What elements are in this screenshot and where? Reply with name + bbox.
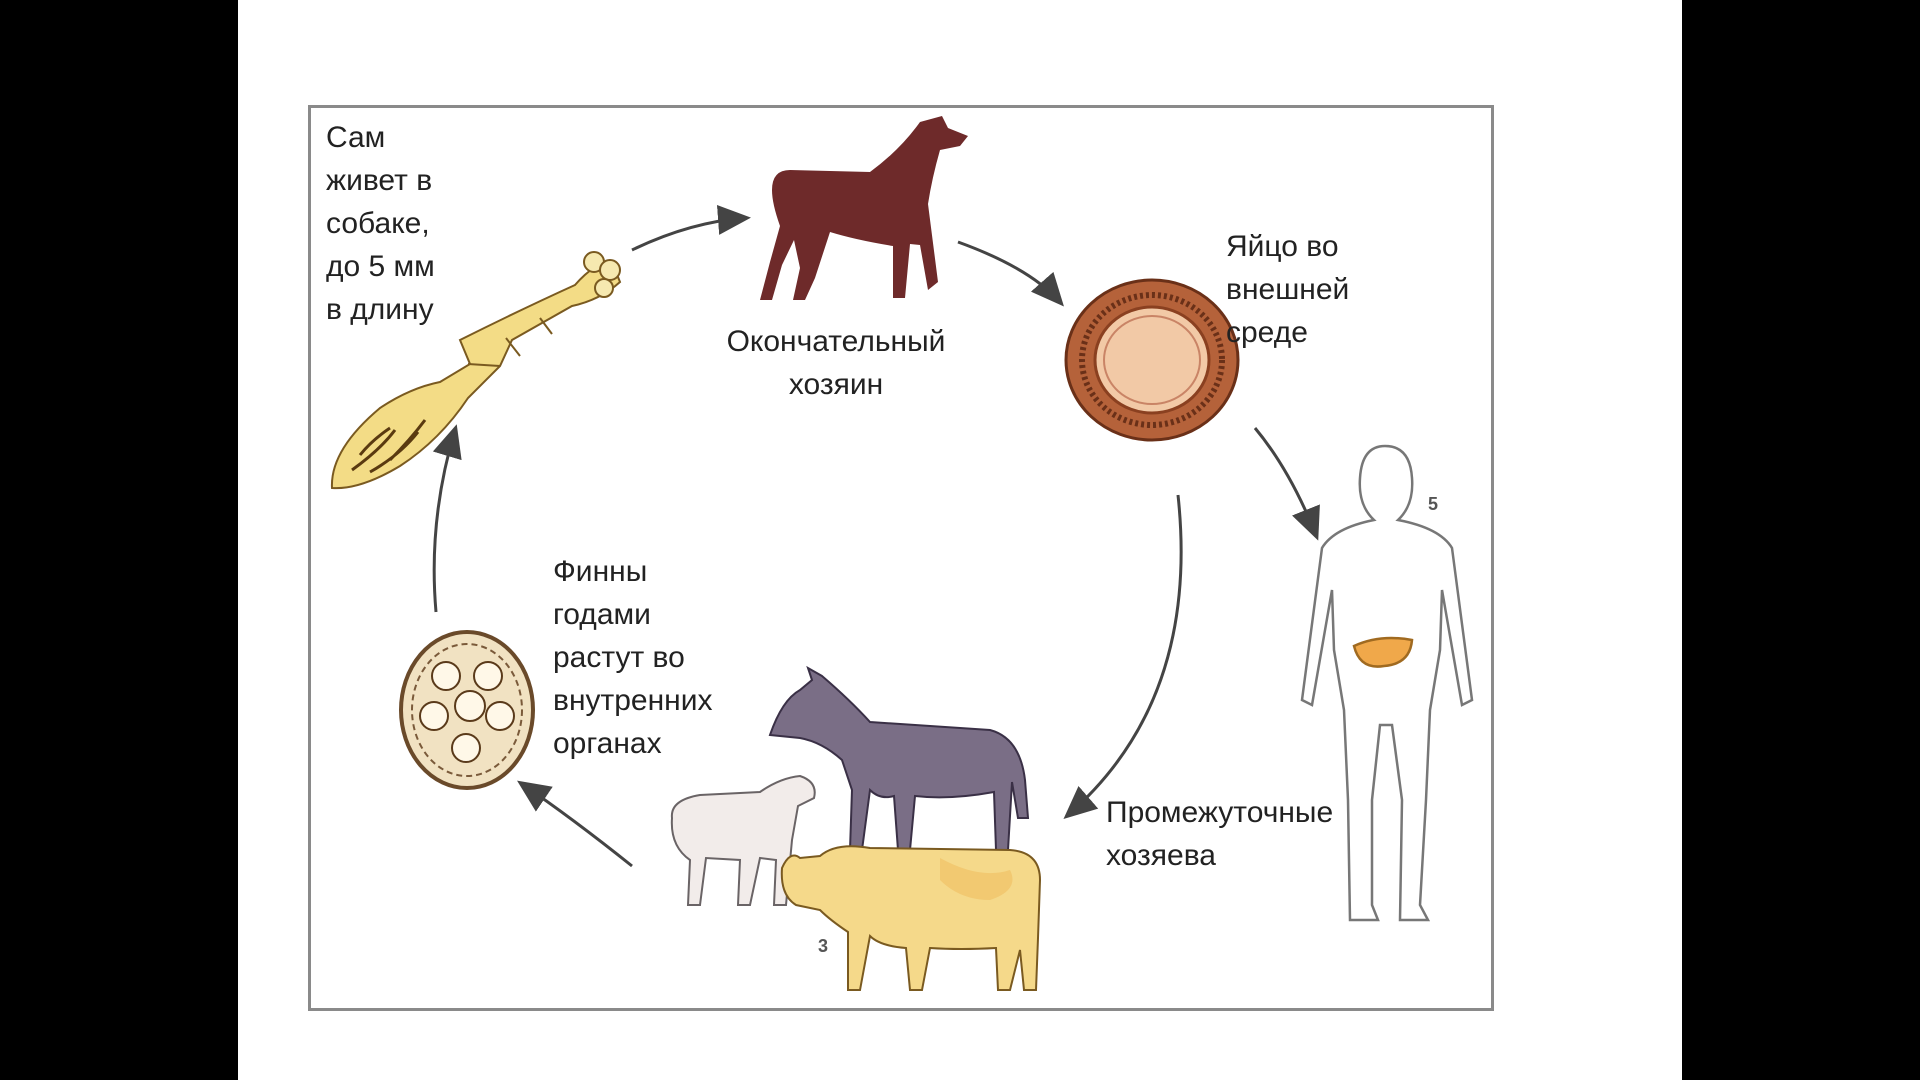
label-intermediate-hosts: Промежуточные хозяева [1106, 791, 1333, 877]
horse-illustration [770, 668, 1028, 850]
label-cysts: Финны годами растут во внутренних органа… [553, 550, 713, 765]
label-tapeworm: Сам живет в собаке, до 5 мм в длину [326, 116, 435, 331]
arrow-animals-to-cyst [522, 784, 632, 866]
arrow-egg-to-human [1255, 428, 1316, 535]
cyst-illustration [401, 632, 533, 788]
arrow-egg-to-animals [1068, 495, 1181, 815]
egg-illustration [1066, 280, 1238, 440]
arrow-worm-to-dog [632, 218, 745, 250]
figure-number-human: 5 [1428, 494, 1438, 514]
figure-number-cattle: 3 [818, 936, 828, 956]
label-egg: Яйцо во внешней среде [1226, 225, 1349, 354]
arrow-cyst-to-worm [434, 430, 455, 612]
arrow-dog-to-egg [958, 242, 1060, 302]
cow-illustration [782, 846, 1040, 990]
label-definitive-host: Окончательный хозяин [700, 320, 972, 406]
dog-illustration [760, 116, 968, 300]
